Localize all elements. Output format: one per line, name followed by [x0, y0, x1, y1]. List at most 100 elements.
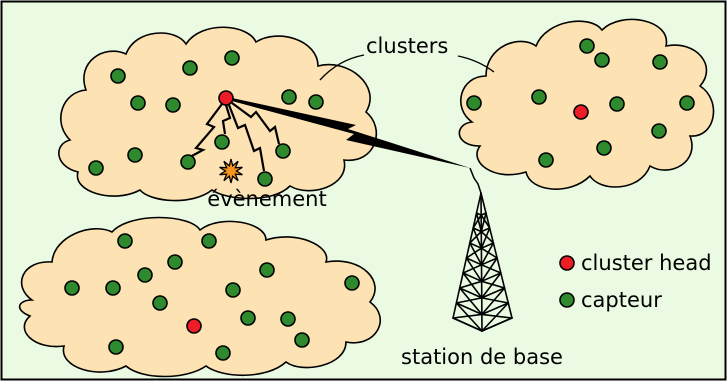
lightning-bolt-icon: [231, 102, 281, 145]
legend-item-cluster-head: cluster head: [559, 251, 712, 275]
tower-brace: [480, 214, 491, 229]
sensor-node: [679, 95, 695, 111]
tower-brace: [455, 302, 483, 332]
tower-brace: [480, 247, 498, 259]
sensor-node: [275, 143, 291, 159]
tower-leg: [480, 192, 483, 332]
lightning-bolt-icon: [221, 104, 232, 135]
tower-brace: [458, 280, 483, 289]
event-starburst-icon: [219, 158, 243, 184]
tower-rung: [468, 242, 483, 249]
cluster-head-node: [218, 90, 234, 106]
sensor-node: [281, 89, 297, 105]
tower-rung: [462, 272, 483, 283]
cluster-head-node: [186, 318, 202, 334]
sensor-node: [215, 345, 231, 361]
tower-brace: [480, 242, 495, 266]
clusters-leader-line-left: [319, 54, 365, 81]
sensor-node: [308, 94, 324, 110]
tower-brace: [480, 230, 495, 244]
clusters-leader-line-right: [457, 55, 495, 73]
tower-rung: [455, 302, 483, 316]
tower-brace: [462, 272, 483, 299]
sensor-node: [344, 275, 360, 291]
event-label: évènement: [207, 187, 326, 211]
tower-rung: [480, 242, 495, 249]
legend: cluster head capteur: [559, 251, 712, 312]
tower-rung: [458, 287, 483, 299]
uplink-lightning-bolt-icon: [232, 98, 470, 168]
cluster-top-right: [458, 18, 715, 190]
sensor-node: [182, 60, 198, 76]
tower-brace: [468, 230, 483, 244]
radio-links: [189, 102, 281, 172]
legend-cluster-head-label: cluster head: [581, 251, 712, 275]
tower-brace: [480, 280, 506, 289]
tower-brace: [455, 297, 483, 304]
sensor-node: [594, 52, 610, 68]
tower-rung: [480, 272, 502, 283]
legend-item-sensor: capteur: [559, 288, 662, 312]
tower-brace: [480, 272, 502, 299]
sensor-node: [214, 134, 230, 150]
sensor-node: [130, 95, 146, 111]
cluster-bottom-left: [18, 216, 381, 378]
tower-brace: [462, 263, 483, 274]
sensor-node: [165, 97, 181, 113]
clusters-label: clusters: [366, 34, 448, 58]
sensor-node: [531, 89, 547, 105]
sensor-node: [652, 54, 668, 70]
sensor-node: [201, 233, 217, 249]
tower-brace: [458, 287, 483, 316]
tower-rung: [480, 227, 491, 233]
tower-rung: [480, 287, 506, 299]
tower-rung: [465, 257, 483, 266]
sensor-node: [579, 38, 595, 54]
base-station-tower-icon: [452, 192, 513, 332]
sensor-nodes-cluster-top-left: [88, 50, 324, 187]
lightning-bolt-icon: [189, 103, 223, 158]
tower-rung: [481, 317, 513, 332]
sensor-node: [152, 295, 168, 311]
sensor-node: [88, 160, 104, 176]
sensor-node: [596, 140, 612, 156]
cluster-head-node: [573, 104, 589, 120]
sensor-node: [105, 280, 121, 296]
sensor-node: [108, 339, 124, 355]
tower-brace: [481, 287, 506, 316]
base-station-label: station de base: [401, 345, 563, 369]
legend-cluster-head-swatch: [559, 255, 575, 271]
sensor-node: [294, 332, 310, 348]
sensor-node: [609, 96, 625, 112]
tower-rung: [472, 227, 483, 233]
sensor-node: [651, 123, 667, 139]
tower-brace: [465, 247, 483, 259]
tower-brace: [465, 257, 483, 283]
tower-brace: [480, 263, 502, 274]
sensor-node: [240, 310, 256, 326]
uplink-tail-line: [469, 167, 482, 194]
cluster-cloud: [18, 216, 381, 378]
sensor-node: [180, 154, 196, 170]
tower-brace: [480, 297, 510, 304]
sensor-node: [117, 233, 133, 249]
tower-rung: [452, 317, 483, 332]
tower-brace: [468, 242, 483, 266]
tower-brace: [480, 257, 498, 283]
tower-rung: [481, 302, 510, 316]
tower-brace: [452, 313, 483, 319]
tower-brace: [472, 227, 483, 249]
uplink-to-base-station: [232, 98, 482, 194]
tower-brace: [472, 214, 483, 229]
sensor-nodes-cluster-bottom-left: [64, 233, 360, 361]
sensor-node: [64, 280, 80, 296]
sensor-node: [257, 171, 273, 187]
tower-rung: [480, 257, 498, 266]
tower-brace: [481, 302, 510, 332]
sensor-node: [127, 147, 143, 163]
lightning-bolt-icon: [227, 104, 266, 172]
legend-sensor-label: capteur: [581, 288, 662, 312]
sensor-node: [225, 282, 241, 298]
tower-brace: [480, 212, 487, 233]
